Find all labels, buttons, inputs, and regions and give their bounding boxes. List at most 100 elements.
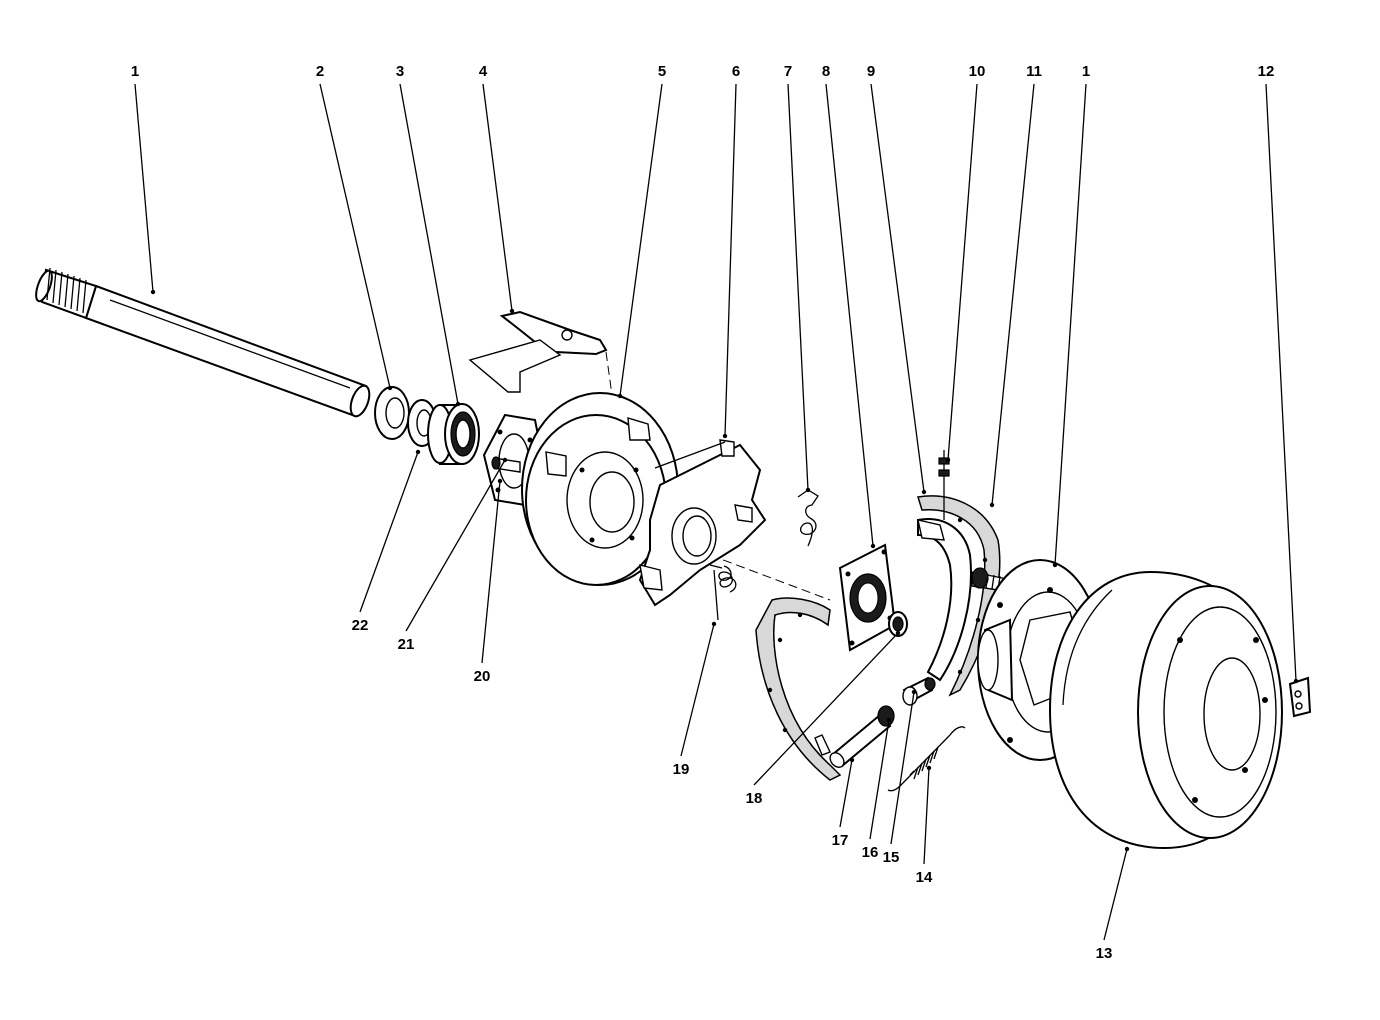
callout-c13: 13 [1096,846,1130,962]
callout-c18: 18 [746,630,901,807]
leader-dot [415,449,421,455]
leader-dot [502,457,508,463]
leader-line [724,83,737,437]
brake-shoe-front [755,597,842,781]
leader-dot [911,689,917,695]
callout-c5: 5 [617,63,666,399]
callout-c4: 4 [479,63,515,314]
return-spring-lower [709,564,737,621]
callout-number: 9 [867,63,875,80]
leader-line [839,759,853,828]
leader-line [825,83,874,547]
leader-line [1054,83,1087,566]
backing-plate [521,392,679,586]
leader-line [870,83,925,493]
brake-drum [1048,570,1283,850]
callout-number: 1 [131,63,139,80]
callout-number: 10 [969,63,986,80]
leader-dot [926,765,932,771]
leader-line [991,83,1035,506]
callout-number: 13 [1096,945,1113,962]
leader-line [753,632,899,786]
callout-number: 3 [396,63,404,80]
callout-c8: 8 [822,63,876,549]
leader-dot [849,757,855,763]
callout-number: 6 [732,63,740,80]
leader-dot [945,457,951,463]
callout-number: 8 [822,63,830,80]
leader-dot [722,433,728,439]
callout-c10: 10 [945,63,986,463]
leader-line [1103,848,1128,941]
spring-clip [797,489,819,547]
leader-dot [895,630,901,636]
callout-c20: 20 [474,478,503,685]
adjuster-spring [887,726,966,792]
callout-number: 14 [916,869,933,886]
callout-c7: 7 [784,63,811,493]
leader-line [359,451,419,613]
callout-number: 11 [1026,63,1042,80]
leader-line [319,83,391,389]
retaining-plate [838,543,897,652]
callout-c3: 3 [396,63,461,407]
callout-c1b: 1 [1052,63,1090,568]
callout-c6: 6 [722,63,740,439]
wheel-bearing [427,403,480,465]
leader-dot [617,393,623,399]
callout-c11: 11 [989,63,1042,508]
seal-ring [374,386,410,440]
callout-c14: 14 [916,765,933,886]
leader-line [1265,83,1297,682]
adjuster-assembly [829,676,936,768]
callout-number: 17 [832,832,849,849]
callout-number: 12 [1258,63,1275,80]
callout-number: 5 [658,63,666,80]
callout-c17: 17 [832,757,855,849]
leader-dot [1124,846,1130,852]
callout-number: 16 [862,844,879,861]
callout-number: 21 [398,636,415,653]
leader-dot [711,621,717,627]
leader-line [482,83,513,312]
axle-shaft [35,267,371,418]
leader-line [787,83,809,491]
leader-dot [387,385,393,391]
leader-dot [805,487,811,493]
leader-line [405,459,506,632]
callout-c16: 16 [862,717,892,861]
leader-dot [921,489,927,495]
leader-dot [870,543,876,549]
leader-line [399,83,459,405]
leader-line [680,623,715,757]
leader-dot [1052,562,1058,568]
callout-c2: 2 [316,63,393,391]
leader-dot [497,478,503,484]
leader-line [923,767,930,865]
leader-dot [989,502,995,508]
callout-c22: 22 [352,449,421,634]
callout-c12: 12 [1258,63,1299,684]
callout-number: 18 [746,790,763,807]
callout-number: 22 [352,617,369,634]
callout-number: 15 [883,849,900,866]
leader-line [481,480,501,664]
leader-dot [455,401,461,407]
leader-line [890,691,915,845]
callout-number: 20 [474,668,491,685]
callout-c21: 21 [398,457,508,653]
callout-number: 4 [479,63,488,80]
callout-number: 19 [673,761,690,778]
leader-dot [886,717,892,723]
callout-number: 1 [1082,63,1090,80]
leader-line [134,83,154,293]
small-retainer [1288,676,1312,718]
brake-lever [468,310,613,396]
leader-dot [1293,678,1299,684]
leader-dot [150,289,156,295]
callout-c15: 15 [883,689,917,866]
callout-c19: 19 [673,621,717,778]
leader-line [947,83,978,461]
leader-line [869,719,890,840]
